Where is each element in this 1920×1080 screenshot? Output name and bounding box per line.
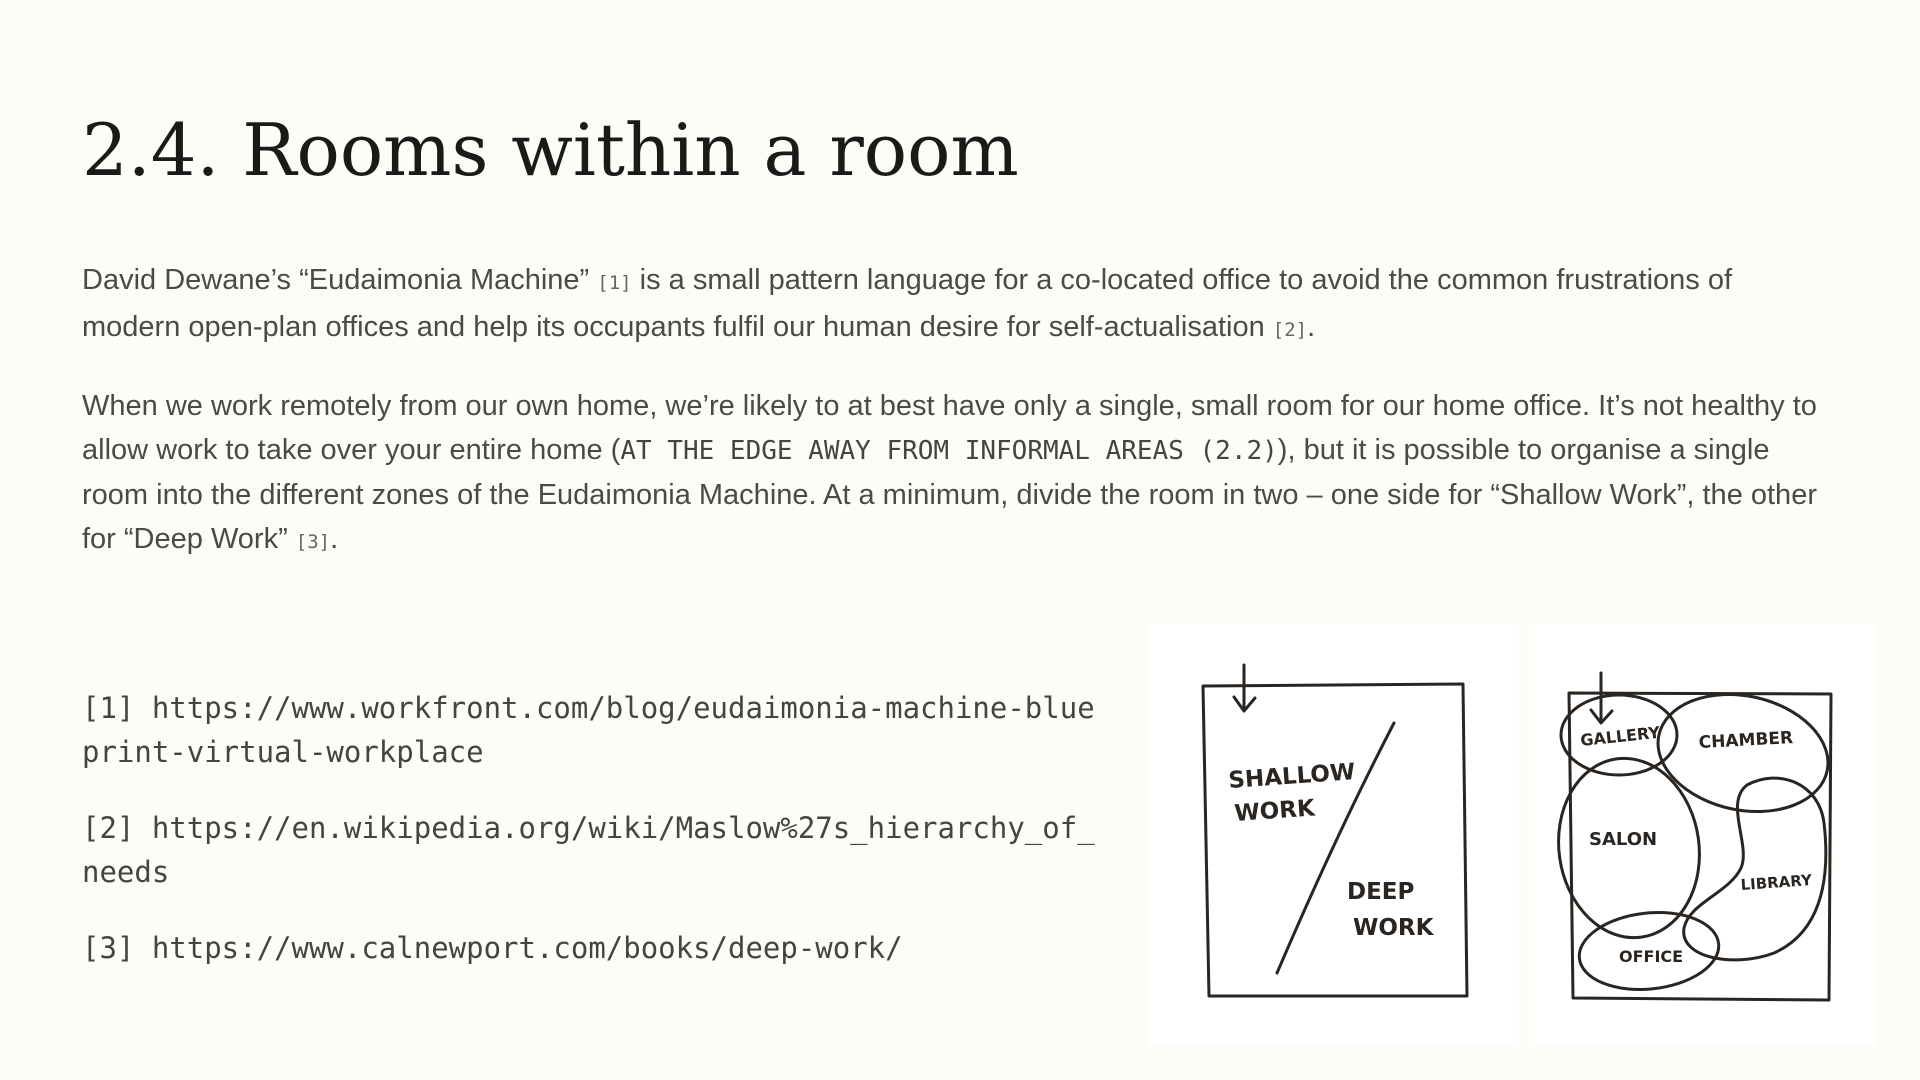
library-zone [1682, 776, 1828, 962]
sketch-five-zones: GALLERY CHAMBER SALON LIBRARY OFFICE [1529, 623, 1877, 1046]
shallow-work-label: WORK [1234, 795, 1317, 827]
body-text: David Dewane’s “Eudaimonia Machine” [1] … [82, 258, 1822, 596]
sketch-two-zones-drawing: SHALLOW WORK DEEP WORK [1201, 663, 1469, 998]
page-title: 2.4. Rooms within a room [82, 108, 1019, 192]
footnote-3[interactable]: [3] https://www.calnewport.com/books/dee… [82, 931, 903, 965]
remote-text-3: . [330, 523, 339, 555]
gallery-label: GALLERY [1579, 723, 1661, 750]
remote-paragraph: When we work remotely from our own home,… [82, 384, 1822, 564]
office-label: OFFICE [1619, 947, 1683, 966]
room-outline [1201, 682, 1469, 998]
sketch-two-zones: SHALLOW WORK DEEP WORK [1147, 623, 1519, 1046]
pattern-link[interactable]: AT THE EDGE AWAY FROM INFORMAL AREAS (2.… [620, 436, 1278, 466]
remote-text-2: ), but it is possible to organise a sing… [82, 434, 1817, 555]
intro-text-3: . [1307, 311, 1316, 343]
shallow-label: SHALLOW [1228, 759, 1357, 794]
deep-work-label: WORK [1353, 915, 1435, 941]
intro-paragraph: David Dewane’s “Eudaimonia Machine” [1] … [82, 258, 1822, 352]
chamber-zone [1656, 692, 1830, 814]
library-label: LIBRARY [1740, 871, 1814, 894]
entry-arrow-icon [1232, 663, 1257, 713]
footnote-ref-2[interactable]: [2] [1272, 319, 1308, 341]
footnote-1[interactable]: [1] https://www.workfront.com/blog/eudai… [82, 691, 1095, 769]
salon-label: SALON [1589, 829, 1657, 850]
deep-label: DEEP [1347, 879, 1414, 905]
gallery-zone [1559, 693, 1679, 777]
footnote-2[interactable]: [2] https://en.wikipedia.org/wiki/Maslow… [82, 811, 1095, 889]
footnotes: [1] https://www.workfront.com/blog/eudai… [82, 686, 1102, 1002]
footnote-ref-3[interactable]: [3] [295, 531, 331, 553]
divider-line [1275, 721, 1396, 975]
chamber-label: CHAMBER [1698, 728, 1793, 753]
sketch-five-zones-drawing: GALLERY CHAMBER SALON LIBRARY OFFICE [1557, 671, 1833, 1002]
remote-text-1: When we work remotely from our own home,… [82, 390, 1817, 466]
footnote-ref-1[interactable]: [1] [597, 272, 632, 294]
intro-text-1: David Dewane’s “Eudaimonia Machine” [82, 264, 598, 296]
salon-zone [1557, 756, 1701, 940]
office-zone [1577, 911, 1721, 991]
intro-text-2: is a small pattern language for a co-loc… [82, 264, 1733, 343]
